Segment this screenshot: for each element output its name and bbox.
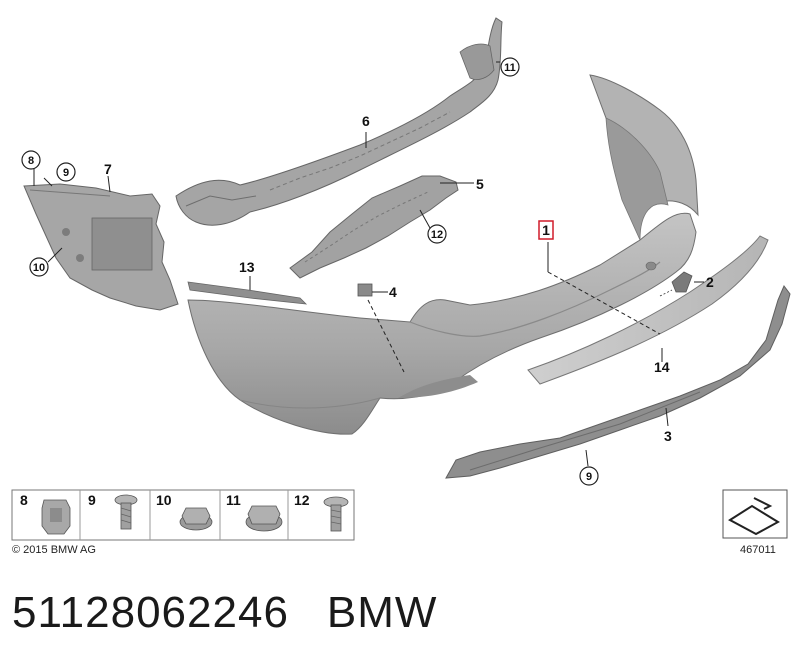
lower-diffuser bbox=[445, 285, 791, 479]
part-2-clip bbox=[659, 271, 693, 297]
callout-8: 8 bbox=[21, 150, 41, 170]
upper-bumper-bracket bbox=[175, 17, 503, 226]
svg-text:10: 10 bbox=[156, 492, 172, 508]
legend-item-9: 9 bbox=[88, 492, 138, 530]
fastener-legend: 8 9 10 11 bbox=[11, 489, 355, 541]
callout-5: 5 bbox=[476, 176, 484, 192]
svg-text:8: 8 bbox=[28, 155, 34, 167]
flange-nut-icon bbox=[179, 507, 213, 531]
legend-item-10: 10 bbox=[156, 492, 213, 531]
svg-text:9: 9 bbox=[63, 167, 69, 179]
callout-3: 3 bbox=[664, 428, 672, 444]
side-bracket-left bbox=[23, 183, 179, 311]
bolt-icon bbox=[323, 496, 349, 532]
screw-icon bbox=[114, 494, 138, 530]
callout-6: 6 bbox=[362, 113, 370, 129]
callout-13: 13 bbox=[239, 259, 255, 275]
svg-text:10: 10 bbox=[33, 262, 45, 274]
rear-bumper-panel bbox=[187, 74, 699, 435]
trim-strip-left bbox=[187, 281, 308, 305]
callout-14: 14 bbox=[654, 359, 670, 375]
callout-4: 4 bbox=[389, 284, 397, 300]
svg-text:9: 9 bbox=[586, 471, 592, 483]
bumper-support-bracket bbox=[289, 175, 459, 279]
brand-name: BMW bbox=[326, 588, 438, 637]
legend-item-11: 11 bbox=[226, 492, 283, 532]
flange-nut-large-icon bbox=[245, 505, 283, 532]
legend-item-8: 8 bbox=[20, 492, 71, 535]
callout-2: 2 bbox=[706, 274, 714, 290]
svg-text:1: 1 bbox=[542, 222, 550, 238]
diagram-number: 467011 bbox=[740, 544, 776, 556]
svg-text:9: 9 bbox=[88, 492, 96, 508]
moulding-strip bbox=[527, 235, 769, 385]
callout-11: 11 bbox=[500, 57, 520, 77]
legend-item-12: 12 bbox=[294, 492, 349, 532]
callout-7: 7 bbox=[104, 161, 112, 177]
callout-12: 12 bbox=[427, 224, 447, 244]
svg-text:11: 11 bbox=[226, 492, 241, 508]
copyright-text: © 2015 BMW AG bbox=[12, 544, 96, 556]
callout-9-upper: 9 bbox=[56, 162, 76, 182]
leader-lines bbox=[33, 61, 704, 467]
callout-9-lower: 9 bbox=[579, 466, 599, 486]
part-number-caption: 51128062246 BMW bbox=[12, 588, 437, 638]
part-number: 51128062246 bbox=[12, 588, 289, 637]
clip-nut-icon bbox=[41, 499, 71, 535]
callout-1: 1 bbox=[538, 220, 554, 240]
orientation-icon bbox=[722, 489, 788, 539]
svg-text:11: 11 bbox=[504, 62, 516, 74]
callout-10: 10 bbox=[29, 257, 49, 277]
svg-text:12: 12 bbox=[431, 229, 443, 241]
part-4-clip bbox=[357, 283, 373, 297]
svg-text:8: 8 bbox=[20, 492, 28, 508]
svg-text:12: 12 bbox=[294, 492, 310, 508]
